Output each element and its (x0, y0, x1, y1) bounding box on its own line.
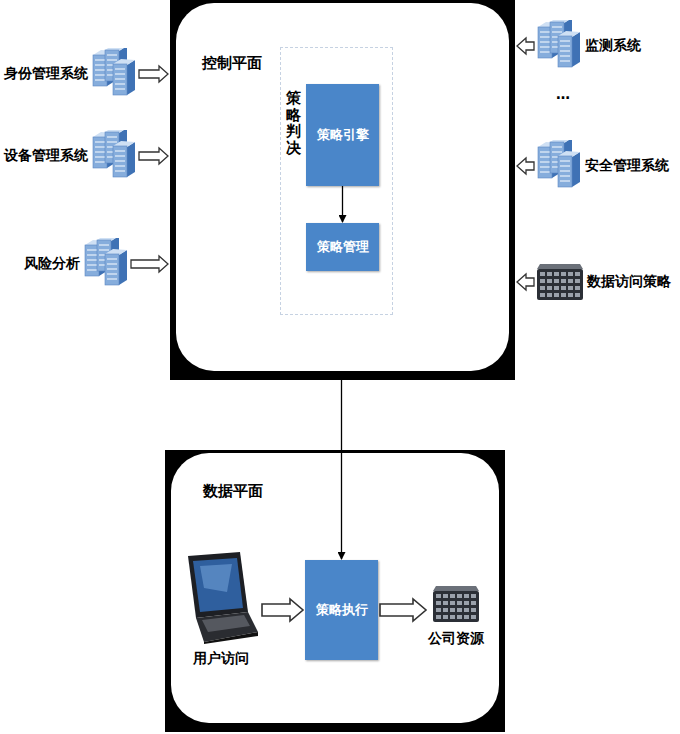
plane-box: 数据平面用户访问 策略执行公司资源 (165, 450, 505, 732)
node-label: 公司资源 (428, 630, 484, 648)
block-arrow (517, 38, 534, 54)
node-label: 数据平面 (203, 482, 263, 501)
block-arrow (139, 148, 168, 164)
node-label: 策略管理 (317, 238, 369, 256)
node-label: 策略判决 (286, 90, 301, 156)
system-node: 设备管理系统 (4, 130, 137, 182)
system-node: 数据访问策略 (536, 262, 671, 302)
node-label: 风险分析 (24, 255, 80, 273)
server-cluster-icon (91, 48, 137, 100)
endpoint-node: 公司资源 (428, 584, 484, 648)
system-node: 监测系统 (536, 20, 641, 72)
laptop-icon (182, 552, 260, 644)
server-cluster-icon (536, 20, 582, 72)
block-arrow (517, 158, 534, 174)
node-label: 数据访问策略 (587, 273, 671, 291)
system-node: 风险分析 (24, 238, 129, 290)
decision-group-box: 策略判决策略引擎策略管理 (280, 47, 393, 315)
plane-box: 控制平面策略判决策略引擎策略管理 (170, 0, 515, 380)
server-cluster-icon (91, 130, 137, 182)
node-label: 策略执行 (316, 601, 368, 619)
rack-server-icon (536, 262, 584, 302)
process-box: 策略管理 (306, 223, 379, 271)
node-label: 用户访问 (193, 650, 249, 668)
node-label: 控制平面 (202, 54, 262, 73)
node-label: 设备管理系统 (4, 147, 88, 165)
node-label: 监测系统 (585, 37, 641, 55)
node-label: 策略引擎 (317, 126, 369, 144)
system-node: 安全管理系统 (536, 140, 669, 192)
system-node: 身份管理系统 (4, 48, 137, 100)
block-arrow (517, 274, 534, 290)
server-cluster-icon (83, 238, 129, 290)
block-arrow (131, 256, 168, 272)
process-box: 策略引擎 (306, 84, 379, 186)
endpoint-node: 用户访问 (182, 552, 260, 668)
server-cluster-icon (536, 140, 582, 192)
node-label: 身份管理系统 (4, 65, 88, 83)
node-label: 安全管理系统 (585, 157, 669, 175)
block-arrow (139, 66, 168, 82)
process-box: 策略执行 (305, 560, 378, 660)
rack-server-icon (432, 584, 480, 624)
ellipsis-label: … (556, 86, 570, 102)
